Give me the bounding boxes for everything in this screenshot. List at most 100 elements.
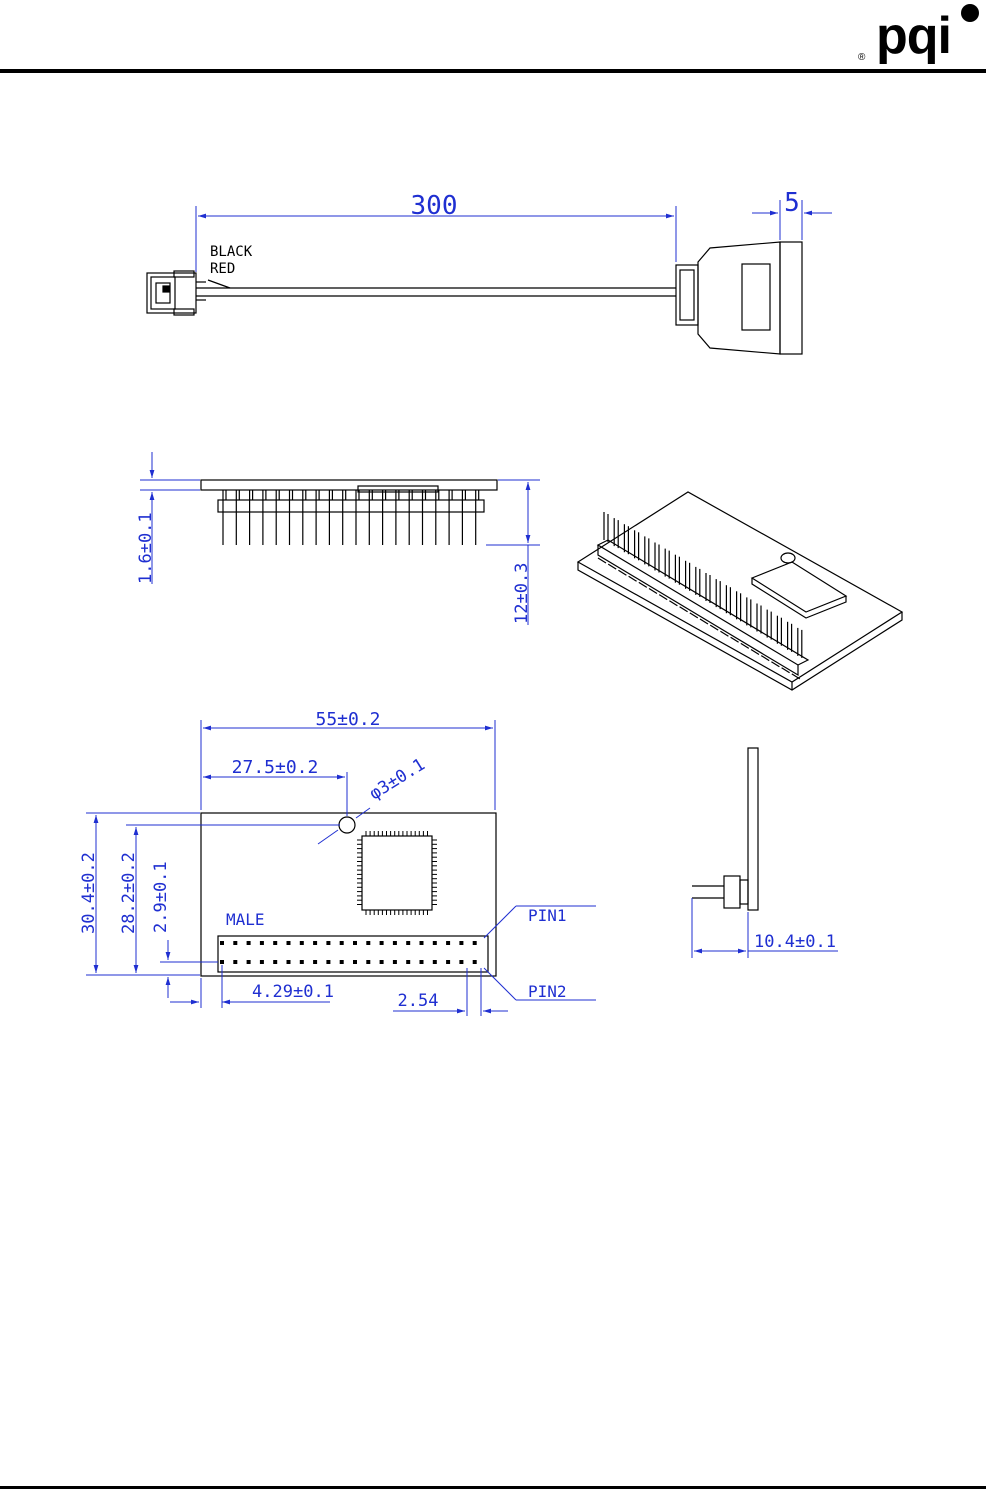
dim-hole-offset: 27.5±0.2: [232, 757, 319, 778]
iso-pin-lower: [720, 630, 729, 637]
cable-wires: [196, 279, 676, 297]
header-pin: [299, 960, 304, 964]
iso-pin-lower: [740, 642, 750, 649]
header-pin: [246, 960, 251, 964]
side-chip: [357, 485, 439, 493]
end-pcb: [747, 747, 759, 911]
chip-leads: [357, 831, 437, 915]
dim-header-offset-y: 2.9±0.1: [151, 861, 171, 933]
header-pin: [233, 941, 238, 945]
dim-height-total: 30.4±0.2: [79, 852, 99, 934]
dim-hole-diameter: φ3±0.1: [366, 755, 429, 805]
header-pin: [299, 941, 304, 945]
large-connector: [675, 241, 803, 355]
top-view: MALE PIN1 PIN2: [79, 709, 596, 1016]
header-pin: [472, 960, 477, 964]
small-connector: [146, 270, 206, 316]
header-pin: [446, 960, 451, 964]
header-pin: [419, 960, 424, 964]
iso-pin-lower: [658, 594, 668, 601]
header-pin: [286, 941, 291, 945]
header-pin: [392, 960, 397, 964]
iso-pin-lower: [597, 557, 607, 564]
header-pin: [459, 941, 464, 945]
dim-board-width: 55±0.2: [315, 709, 380, 730]
header-pins: [220, 941, 477, 964]
iso-pin-lower: [771, 661, 780, 668]
logo-dot: [961, 4, 979, 22]
mounting-hole: [338, 816, 356, 834]
header-pin: [339, 941, 344, 945]
header-pin: [326, 960, 331, 964]
header-label-male: MALE: [226, 910, 265, 929]
cable-view: BLACK RED 300 5: [146, 188, 832, 355]
wire-label-red: RED: [210, 261, 235, 277]
logo-wordmark: pqi: [876, 7, 952, 65]
pin1-label: PIN1: [528, 906, 567, 925]
iso-pin-lower: [750, 648, 760, 656]
header-pin: [432, 960, 437, 964]
iso-pin-lower: [791, 673, 801, 680]
footer-rule: [0, 1486, 986, 1489]
dim-header-offset-x: 4.29±0.1: [252, 982, 334, 1002]
dim-cable-length: 300: [411, 191, 458, 221]
pin2-label: PIN2: [528, 982, 567, 1001]
side-view: 1.6±0.1 12±0.3: [136, 452, 540, 625]
end-header-block: [723, 875, 741, 909]
header-pin: [419, 941, 424, 945]
header-pin: [406, 941, 411, 945]
header-rule: [0, 69, 986, 73]
header-pin: [446, 941, 451, 945]
header-pin: [366, 941, 371, 945]
header-pin: [259, 941, 264, 945]
iso-pin-lower: [689, 612, 699, 619]
header-pin: [353, 960, 357, 964]
isometric-view: [576, 491, 904, 691]
header-pin: [459, 960, 464, 964]
iso-pin-lower: [669, 600, 678, 607]
header-pin: [286, 960, 291, 964]
iso-pin-lower: [709, 624, 719, 631]
iso-pin-lower: [730, 636, 739, 643]
dim-pin-height: 12±0.3: [512, 563, 532, 624]
brand-logo: ® pqi: [856, 0, 981, 68]
header-pin: [326, 941, 331, 945]
header-pin: [313, 960, 318, 964]
iso-pin-lower: [699, 618, 709, 625]
header-pin: [432, 941, 437, 945]
iso-pin-lower: [781, 667, 790, 674]
iso-pin-lower: [760, 655, 770, 662]
iso-pin-lower: [607, 563, 617, 570]
header-pin: [233, 960, 238, 964]
side-header-block: [217, 499, 485, 513]
wire-label-black: BLACK: [210, 244, 253, 260]
header-pin: [353, 941, 357, 945]
header-pin: [472, 941, 477, 945]
end-view: 10.4±0.1: [691, 747, 838, 958]
dim-board-thickness: 1.6±0.1: [136, 512, 156, 584]
header-pin: [313, 941, 318, 945]
top-pcb-outline: [200, 812, 497, 977]
iso-pin-lower: [628, 575, 637, 582]
header-pin: [246, 941, 251, 945]
side-pcb: [200, 479, 498, 491]
dim-end-depth: 10.4±0.1: [754, 932, 836, 952]
header-pin: [273, 960, 278, 964]
dim-connector-width: 5: [784, 188, 800, 218]
iso-pin-lower: [638, 581, 648, 588]
side-pins: [222, 490, 480, 545]
dim-pin-pitch: 2.54: [398, 991, 439, 1011]
iso-pin-lower: [648, 587, 658, 595]
iso-pins: [597, 512, 803, 680]
header-pin: [392, 941, 397, 945]
header-pin: [220, 960, 224, 964]
header-pin: [259, 960, 264, 964]
header-pin: [406, 960, 411, 964]
header-pin: [220, 941, 224, 945]
registered-mark: ®: [858, 52, 866, 63]
header-pin: [273, 941, 278, 945]
controller-chip: [361, 835, 433, 911]
top-header-outline: [217, 935, 489, 973]
iso-pin-lower: [618, 569, 627, 576]
header-pin: [339, 960, 344, 964]
